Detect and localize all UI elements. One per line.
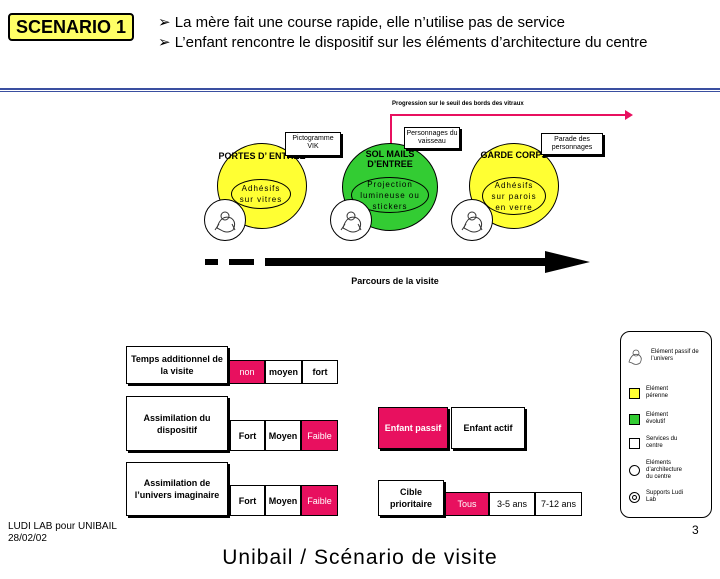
mascot-icon [628,349,642,365]
header-rule [0,88,720,90]
footer-date: 28/02/02 [8,533,47,544]
legend-item-circle: Eléments d’architecture du centre [629,460,690,481]
circle-sol-mails: SOL MAILS D’ENTREE Projection lumineuse … [342,143,438,231]
assimilation-dispositif-label: Assimilation du dispositif [126,396,228,451]
bullet-arrow-icon: ➢ [158,14,171,31]
page-title: Unibail / Scénario de visite [222,546,498,569]
bullet-item: ➢ La mère fait une course rapide, elle n… [158,14,565,31]
option-faible[interactable]: Faible [301,485,338,516]
note-personnages: Personnages du vaisseau [404,127,460,149]
header-rule [0,91,720,92]
mascot-icon [451,199,493,241]
circle-portes-entree: PORTES D’ ENTREE Adhésifs sur vitres [217,143,307,229]
assimilation-univers-label: Assimilation de l’univers imaginaire [126,462,228,516]
page-number: 3 [692,523,699,537]
option-tous[interactable]: Tous [445,492,489,516]
green-swatch-icon [629,413,640,425]
option-fort[interactable]: Fort [230,420,265,451]
progress-label: Progression sur le seuil des bords des v… [392,101,524,107]
circle-title: SOL MAILS D’ENTREE [365,149,415,169]
option-7-12-ans[interactable]: 7-12 ans [535,492,582,516]
yellow-swatch-icon [629,387,640,399]
bullet-item: ➢ L’enfant rencontre le dispositif sur l… [158,34,648,51]
option-moyen[interactable]: moyen [265,360,302,384]
progress-arrow [390,110,633,152]
legend-item-double-circle: Supports Ludi Lab [629,490,686,504]
option-faible[interactable]: Faible [301,420,338,451]
option-moyen[interactable]: Moyen [265,485,301,516]
note-pictogramme: Pictogramme VIK [285,132,341,156]
footer-info: LUDI LAB pour UNIBAIL 28/02/02 [8,521,117,545]
circle-inner-label: Projection lumineuse ou stickers [351,177,429,213]
circle-inner-label: Adhésifs sur parois en verre [482,177,546,215]
footer-company: LUDI LAB pour UNIBAIL [8,521,117,532]
option-enfant-actif[interactable]: Enfant actif [451,407,525,449]
circle-inner-label: Adhésifs sur vitres [231,179,291,209]
parcours-label: Parcours de la visite [351,276,439,286]
scenario-badge: SCENARIO 1 [8,13,134,41]
circle-icon [629,465,640,476]
option-fort[interactable]: Fort [230,485,265,516]
mascot-icon [330,199,372,241]
mascot-icon [204,199,246,241]
square-icon [629,437,640,449]
bullet-arrow-icon: ➢ [158,34,171,51]
double-circle-icon [629,491,640,503]
option-fort[interactable]: fort [302,360,338,384]
legend-item-square: Services du centre [629,436,686,450]
scenario-bullets: ➢ La mère fait une course rapide, elle n… [158,13,648,53]
circle-title: GARDE CORPS [480,150,548,160]
legend-item-mascot: Elément passif de l’univers [623,344,701,368]
option-enfant-passif[interactable]: Enfant passif [378,407,448,449]
circle-title: PORTES D’ ENTREE [218,151,306,161]
parcours-arrow [205,251,590,273]
option-3-5-ans[interactable]: 3-5 ans [489,492,535,516]
cible-label: Cible prioritaire [378,480,444,516]
note-parade: Parade des personnages [541,133,603,155]
legend-panel: Elément passif de l’univers Elément pére… [620,331,712,518]
option-non[interactable]: non [229,360,265,384]
temps-label: Temps additionnel de la visite [126,346,228,384]
option-moyen[interactable]: Moyen [265,420,301,451]
legend-item-yellow: Elément pérenne [629,386,686,400]
legend-item-green: Elément évolutif [629,412,686,426]
